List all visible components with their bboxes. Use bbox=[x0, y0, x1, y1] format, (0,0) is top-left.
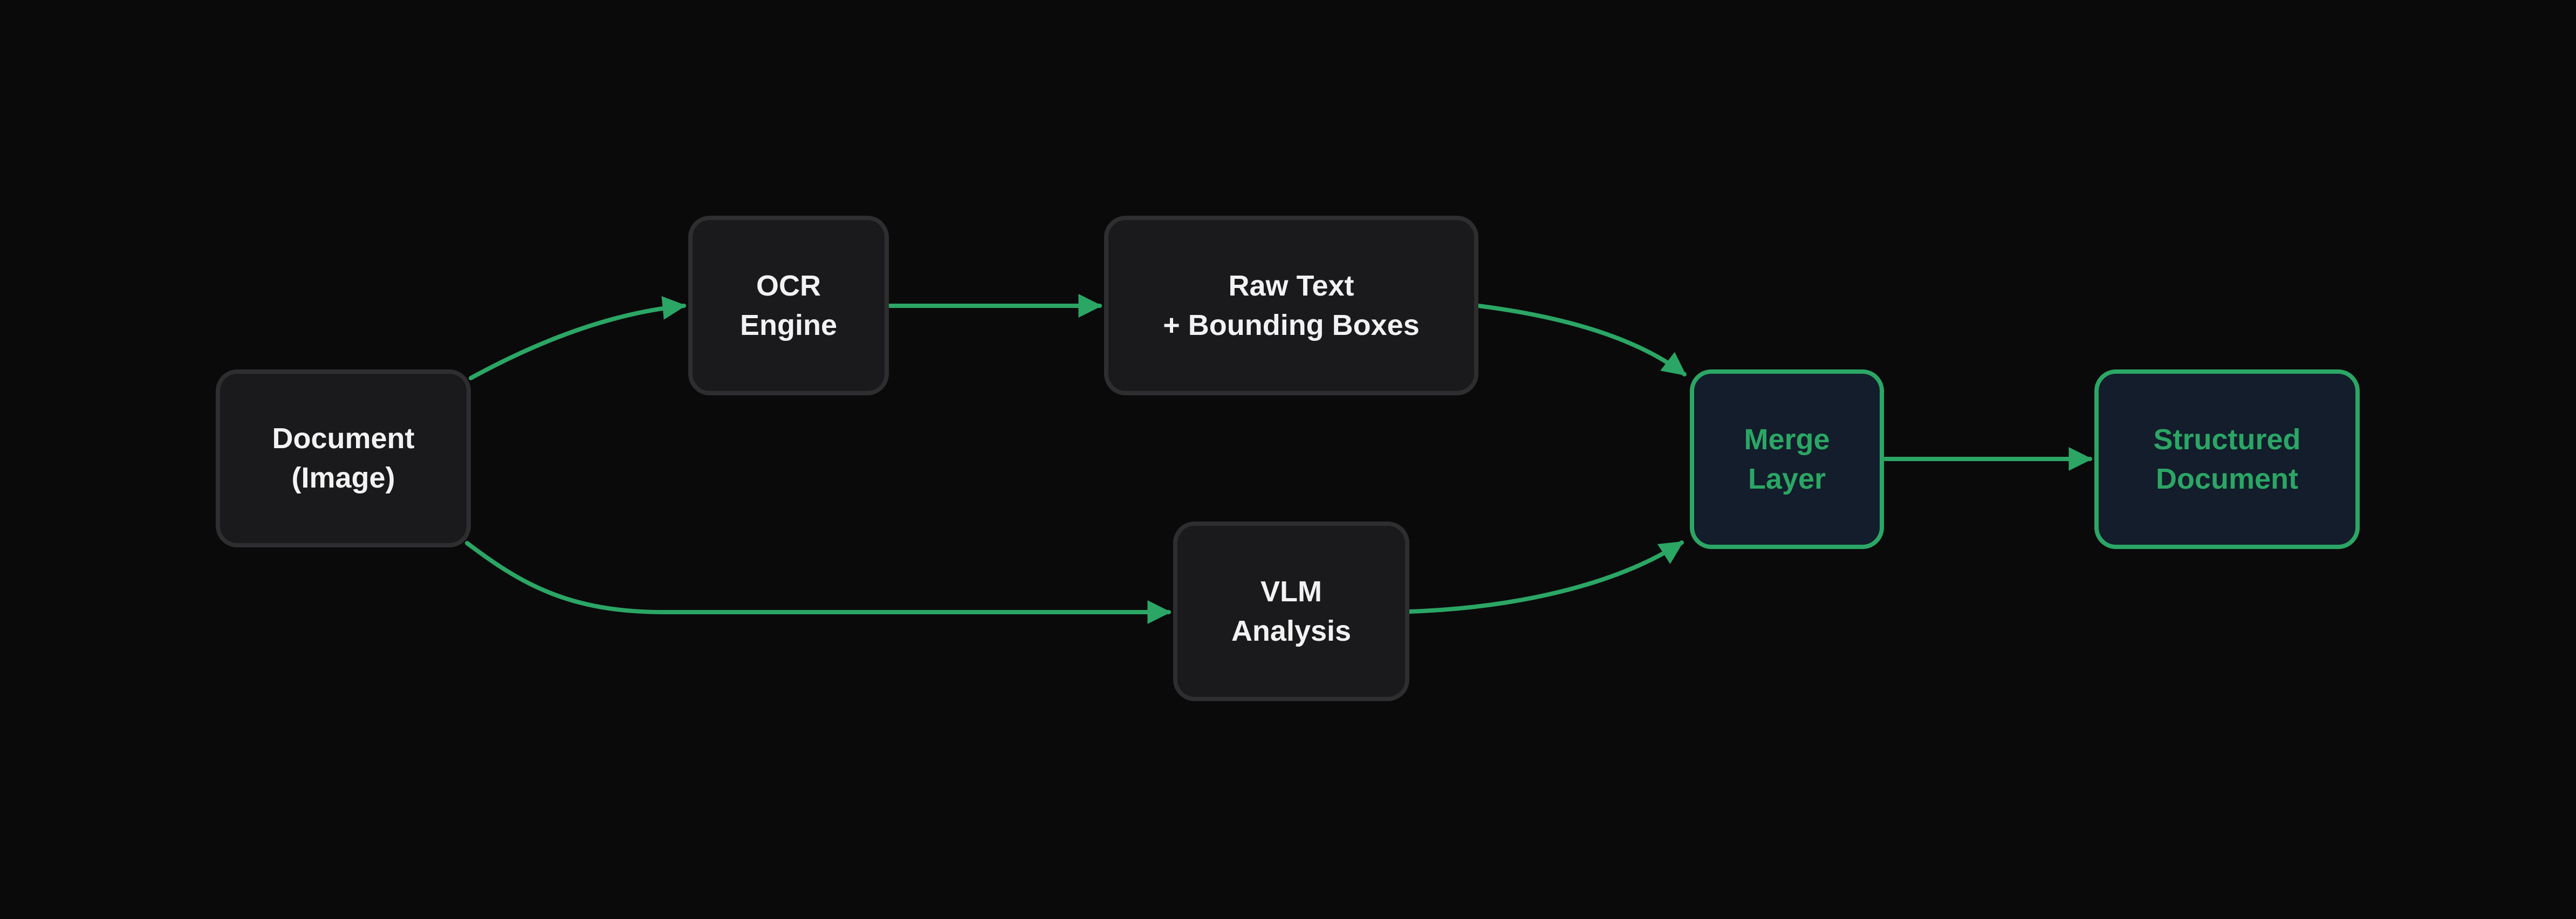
edge-vlm-analysis-to-merge-layer bbox=[1407, 540, 1684, 614]
node-structured-document-label: Structured Document bbox=[2153, 423, 2301, 495]
node-ocr-engine-label: OCR Engine bbox=[739, 269, 837, 341]
node-raw-text-bounding-boxes: Raw Text + Bounding Boxes bbox=[1104, 216, 1478, 395]
edge-raw-text-to-merge-layer bbox=[1476, 304, 1687, 376]
edge-document-to-ocr-engine bbox=[469, 296, 687, 380]
node-merge-layer: Merge Layer bbox=[1690, 369, 1884, 549]
node-structured-document: Structured Document bbox=[2094, 369, 2360, 549]
node-document-image: Document (Image) bbox=[216, 369, 471, 547]
node-raw-text-bounding-boxes-label: Raw Text + Bounding Boxes bbox=[1163, 269, 1420, 341]
node-vlm-analysis: VLM Analysis bbox=[1173, 522, 1409, 701]
node-document-image-label: Document (Image) bbox=[272, 422, 415, 494]
node-ocr-engine: OCR Engine bbox=[688, 216, 889, 395]
node-merge-layer-label: Merge Layer bbox=[1744, 423, 1830, 495]
edge-document-to-vlm-analysis bbox=[465, 541, 1171, 624]
node-vlm-analysis-label: VLM Analysis bbox=[1231, 575, 1352, 647]
